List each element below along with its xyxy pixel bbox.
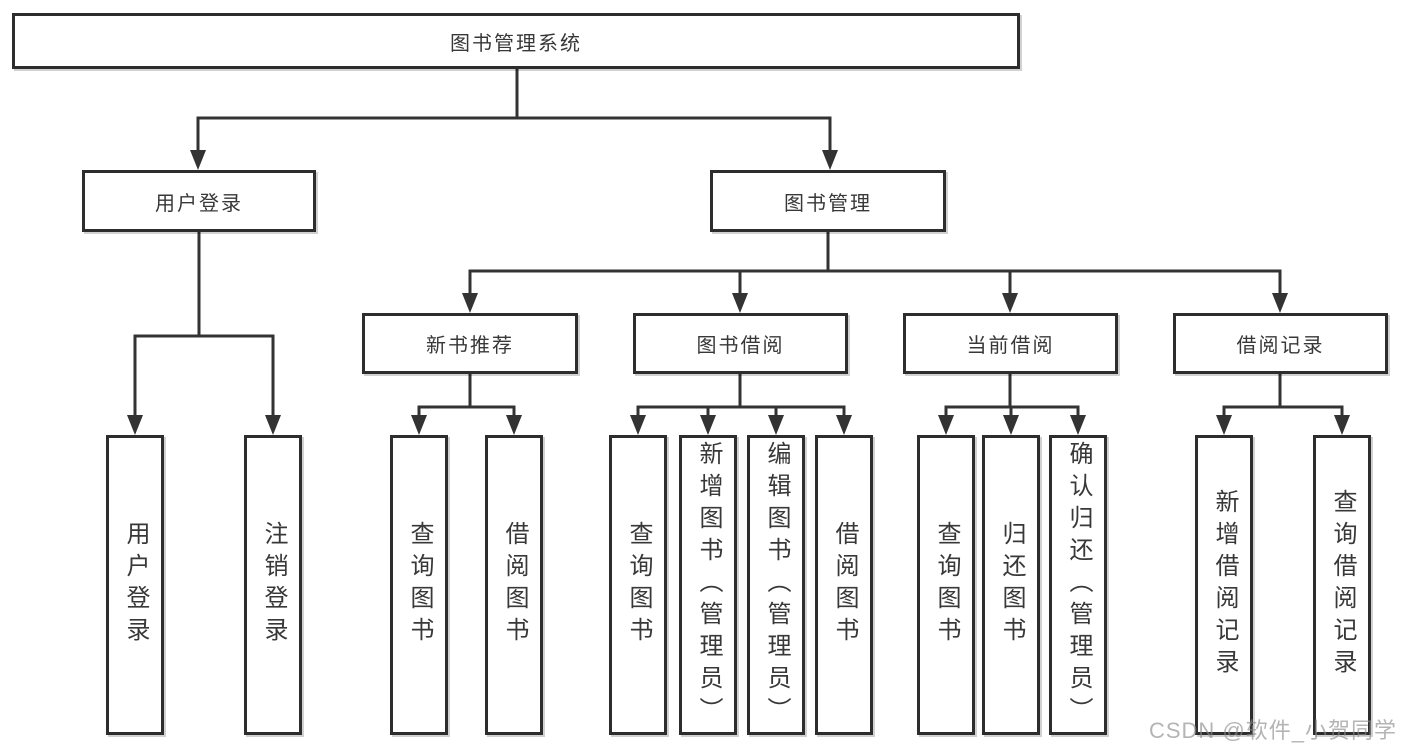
leaf-recommend-borrow-book: 借阅图书 [485,435,543,735]
node-book-borrow: 图书借阅 [633,313,848,374]
node-label: 借阅图书 [831,521,858,649]
node-label: 新书推荐 [426,335,514,357]
leaf-record-query-record: 查询借阅记录 [1313,435,1371,735]
node-root-system: 图书管理系统 [12,13,1020,69]
node-user-login: 用户登录 [82,170,316,232]
watermark: CSDN @软件_小贺同学 [1148,718,1397,743]
leaf-user-login: 用户登录 [106,435,164,735]
node-label: 归还图书 [998,521,1025,649]
node-book-management: 图书管理 [710,170,946,232]
node-label: 图书管理系统 [450,32,582,55]
leaf-record-add-record: 新增借阅记录 [1195,435,1253,735]
node-label: 图书借阅 [696,335,785,357]
node-label: 借阅记录 [1236,335,1325,357]
node-label: 确认归还（管理员） [1065,441,1092,729]
node-new-book-recommend: 新书推荐 [362,313,578,374]
leaf-borrow-edit-book-admin: 编辑图书（管理员） [747,435,805,735]
node-label: 查询图书 [406,521,433,649]
node-label: 查询图书 [625,521,652,649]
leaf-borrow-borrow-book: 借阅图书 [815,435,873,735]
leaf-current-return-book: 归还图书 [982,435,1040,735]
node-label: 用户登录 [122,521,149,649]
leaf-borrow-add-book-admin: 新增图书（管理员） [679,435,737,735]
node-label: 当前借阅 [966,335,1055,357]
node-label: 注销登录 [260,521,287,649]
node-label: 图书管理 [784,192,872,215]
leaf-current-query-book: 查询图书 [917,435,975,735]
leaf-logout-login: 注销登录 [244,435,302,735]
node-label: 用户登录 [155,192,243,215]
node-borrow-record: 借阅记录 [1173,313,1388,374]
node-label: 新增图书（管理员） [695,441,722,729]
node-label: 借阅图书 [501,521,528,649]
node-label: 查询借阅记录 [1329,489,1356,681]
leaf-recommend-query-book: 查询图书 [390,435,448,735]
node-label: 新增借阅记录 [1211,489,1238,681]
node-label: 编辑图书（管理员） [763,441,790,729]
leaf-current-confirm-return-admin: 确认归还（管理员） [1049,435,1107,735]
node-label: 查询图书 [933,521,960,649]
node-current-borrow: 当前借阅 [903,313,1118,374]
leaf-borrow-query-book: 查询图书 [609,435,667,735]
